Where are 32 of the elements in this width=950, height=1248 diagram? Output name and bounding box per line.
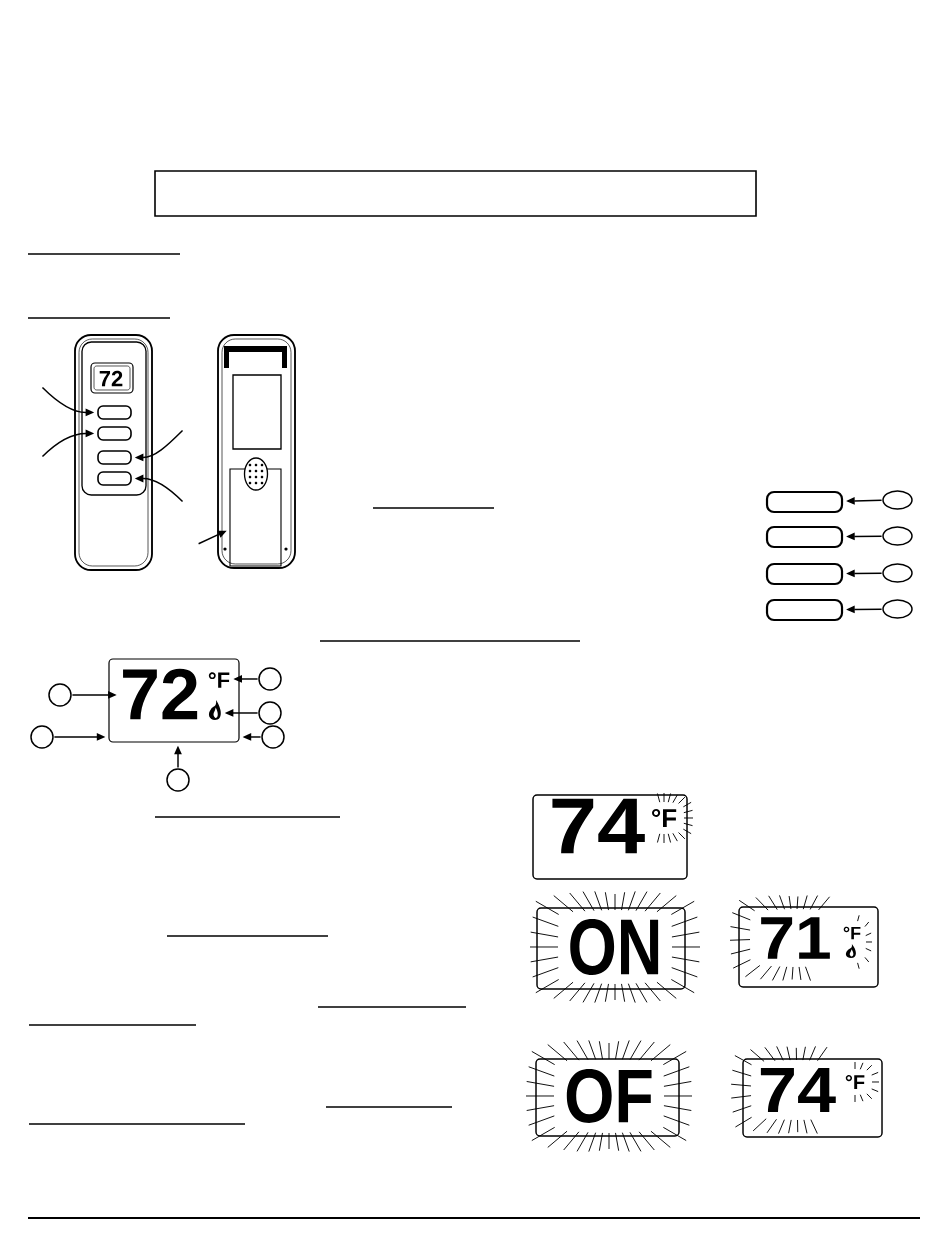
- display-digits: 74: [760, 1067, 836, 1112]
- callout-circle: [261, 725, 285, 749]
- display-digits: ON: [570, 919, 659, 975]
- remote-button: [97, 405, 132, 420]
- display-digits: OF: [566, 1069, 652, 1123]
- button-symbol: [765, 598, 844, 622]
- button-symbol: [765, 525, 844, 549]
- temperature-unit: °F: [843, 926, 861, 940]
- display-digits: 72: [123, 668, 198, 720]
- temperature-unit: °F: [845, 1075, 865, 1089]
- remote-button: [97, 450, 132, 465]
- callout-circle: [258, 701, 282, 725]
- callout-circle: [882, 490, 913, 510]
- display-digits: 71: [761, 917, 830, 959]
- callout-circle: [882, 599, 913, 619]
- temperature-unit: °F: [208, 672, 230, 688]
- callout-circle: [166, 768, 190, 792]
- lcd-display: [108, 658, 240, 743]
- remote-button: [97, 471, 132, 486]
- callout-circle: [882, 526, 913, 546]
- button-symbol: [765, 562, 844, 586]
- callout-circle: [30, 725, 54, 749]
- remote-button: [97, 426, 132, 441]
- callout-circle: [258, 667, 282, 691]
- battery-cover: [229, 468, 282, 567]
- callout-circle: [882, 563, 913, 583]
- display-digits: 72: [99, 370, 123, 387]
- display-digits: 74: [552, 798, 645, 854]
- button-symbol: [765, 490, 844, 514]
- flame-icon: [208, 700, 221, 720]
- temperature-unit: °F: [652, 808, 677, 828]
- callout-circle: [48, 683, 72, 707]
